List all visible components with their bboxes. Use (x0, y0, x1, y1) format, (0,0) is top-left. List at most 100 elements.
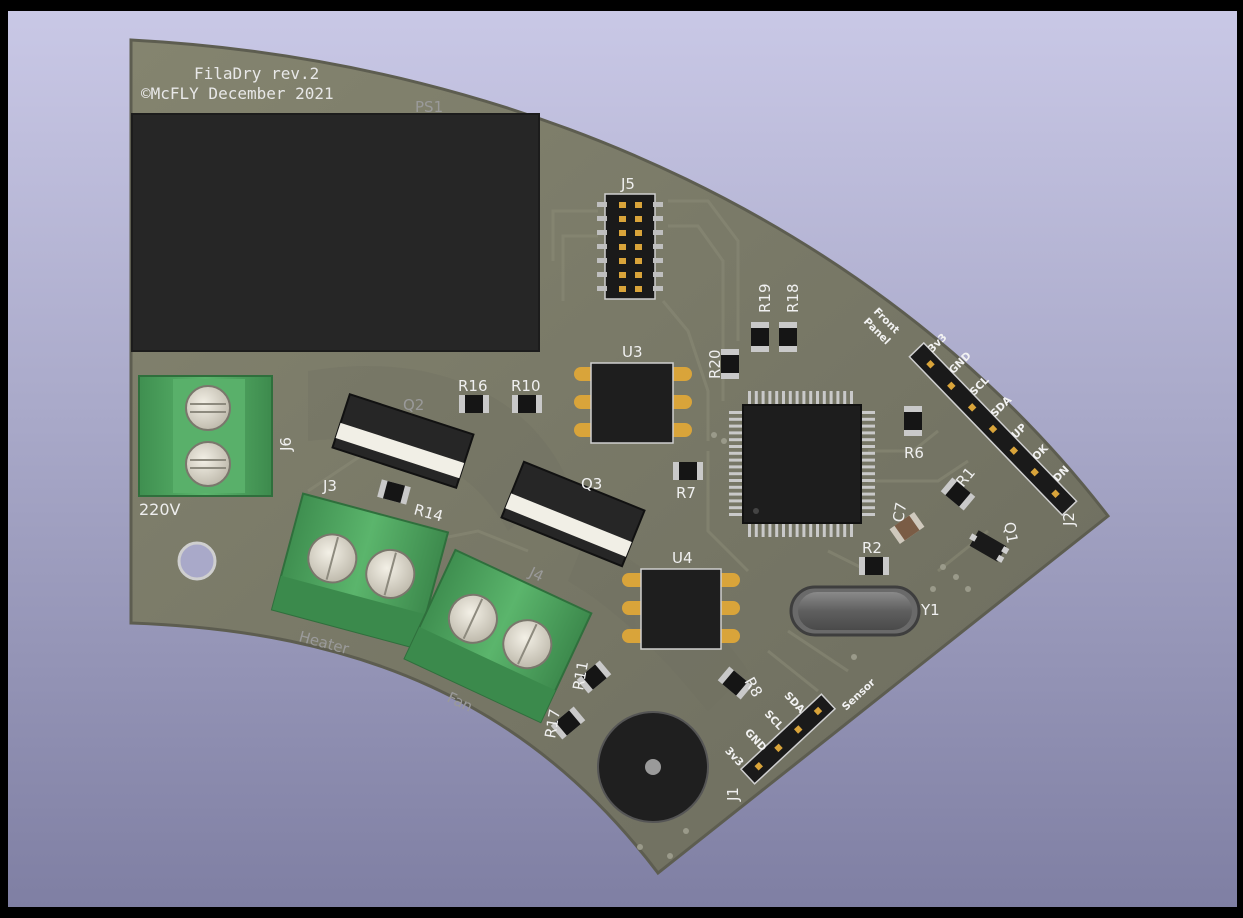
ref-r10: R10 (511, 377, 541, 395)
j5-pin (619, 216, 626, 222)
mcu-pin (861, 417, 875, 421)
mcu-pin (861, 479, 875, 482)
j1-pin (774, 743, 783, 753)
mcu-pin (729, 424, 743, 428)
q3-transistor (500, 460, 646, 568)
c7-capacitor (889, 512, 925, 544)
mcu-pin (861, 465, 875, 469)
mcu-pin (861, 431, 875, 435)
ref-j6: J6 (277, 437, 295, 452)
j4-terminal-block (403, 548, 593, 724)
j5-pin (635, 216, 642, 222)
mcu-pin (729, 499, 743, 503)
mcu-pin (861, 492, 875, 496)
r16-resistor (459, 395, 489, 413)
j5-pin (619, 258, 626, 264)
mcu-pin (729, 458, 743, 462)
mcu-pin (829, 391, 833, 405)
mcu-pin (861, 424, 875, 428)
mcu-pin (861, 458, 875, 462)
ref-ps1: PS1 (415, 98, 443, 116)
mcu-pin (788, 523, 792, 537)
r17-resistor (550, 706, 586, 740)
mcu-pin (729, 451, 743, 455)
ref-j3: J3 (322, 477, 337, 495)
r8-resistor (717, 666, 753, 700)
j5-pin (635, 258, 642, 264)
mcu-pin (729, 417, 743, 421)
j5-pin (619, 244, 626, 250)
ref-r18: R18 (784, 283, 802, 313)
mcu-pin (829, 523, 833, 537)
mcu-pin (729, 485, 743, 489)
mcu-pin (822, 391, 826, 405)
j5-pin (619, 286, 626, 292)
ref-q3: Q3 (581, 475, 602, 493)
ref-r11: R11 (569, 660, 592, 692)
buzzer (597, 711, 709, 823)
j2-pin (926, 360, 935, 369)
j2-pin (988, 424, 998, 434)
ref-r17: R17 (541, 708, 564, 740)
mcu-pin (768, 391, 772, 405)
u3-ic (574, 362, 692, 444)
mcu-pin (861, 445, 875, 448)
mcu-pin (836, 391, 840, 405)
y1-crystal (789, 585, 921, 637)
mcu-pin (729, 513, 743, 516)
mcu-pin (729, 438, 743, 442)
j2-pin (1009, 446, 1019, 455)
j5-pin (635, 244, 642, 250)
board-copyright: ©McFLY December 2021 (141, 84, 334, 103)
mcu-pin (761, 523, 765, 537)
mcu-pin (850, 391, 853, 405)
mcu-qfp-chip (729, 391, 875, 537)
pcb-render: FilaDry rev.2 ©McFLY December 2021 PS1 J… (129, 38, 1111, 876)
j2-pin (1051, 489, 1060, 498)
ref-q1: Q1 (1000, 521, 1021, 545)
j1-pin (754, 762, 763, 771)
r14-resistor (377, 479, 411, 505)
ref-j5: J5 (620, 175, 635, 193)
mcu-pin (775, 523, 779, 537)
mcu-pin (754, 523, 758, 537)
mcu-pin (861, 506, 875, 510)
r1-resistor (940, 477, 976, 511)
mcu-pin (761, 391, 765, 405)
ref-r2: R2 (862, 539, 882, 557)
mcu-pin (782, 523, 785, 537)
mcu-pin (729, 506, 743, 510)
label-220v: 220V (139, 500, 181, 519)
mcu-pin (809, 391, 813, 405)
3d-viewer-canvas[interactable]: FilaDry rev.2 ©McFLY December 2021 PS1 J… (8, 11, 1237, 907)
j5-pin (635, 272, 642, 278)
mcu-pin (861, 472, 875, 476)
j1-sensor-header (739, 693, 837, 785)
j5-pin (619, 202, 626, 208)
mcu-pin (861, 411, 875, 414)
ref-q2: Q2 (403, 396, 424, 414)
r2-resistor (859, 557, 889, 575)
mcu-pin (729, 479, 743, 482)
u4-ic (622, 568, 740, 650)
mcu-pin (861, 485, 875, 489)
mcu-pin (748, 391, 751, 405)
mcu-pin (861, 499, 875, 503)
j2-pin (967, 403, 977, 412)
mcu-pin (729, 431, 743, 435)
mcu-pin (802, 523, 806, 537)
mcu-pin (843, 523, 847, 537)
j3-terminal-block (270, 492, 450, 650)
mcu-pin (729, 445, 743, 448)
ref-j4: J4 (525, 563, 546, 586)
ref-c7: C7 (889, 501, 910, 524)
ref-r7: R7 (676, 484, 696, 502)
ref-y1: Y1 (920, 601, 940, 619)
mcu-pin (822, 523, 826, 537)
mcu-pin (782, 391, 785, 405)
j1-pin (813, 706, 823, 716)
mcu-pin (748, 523, 751, 537)
mcu-pin (795, 391, 799, 405)
mcu-pin (729, 472, 743, 476)
ref-u3: U3 (622, 343, 643, 361)
